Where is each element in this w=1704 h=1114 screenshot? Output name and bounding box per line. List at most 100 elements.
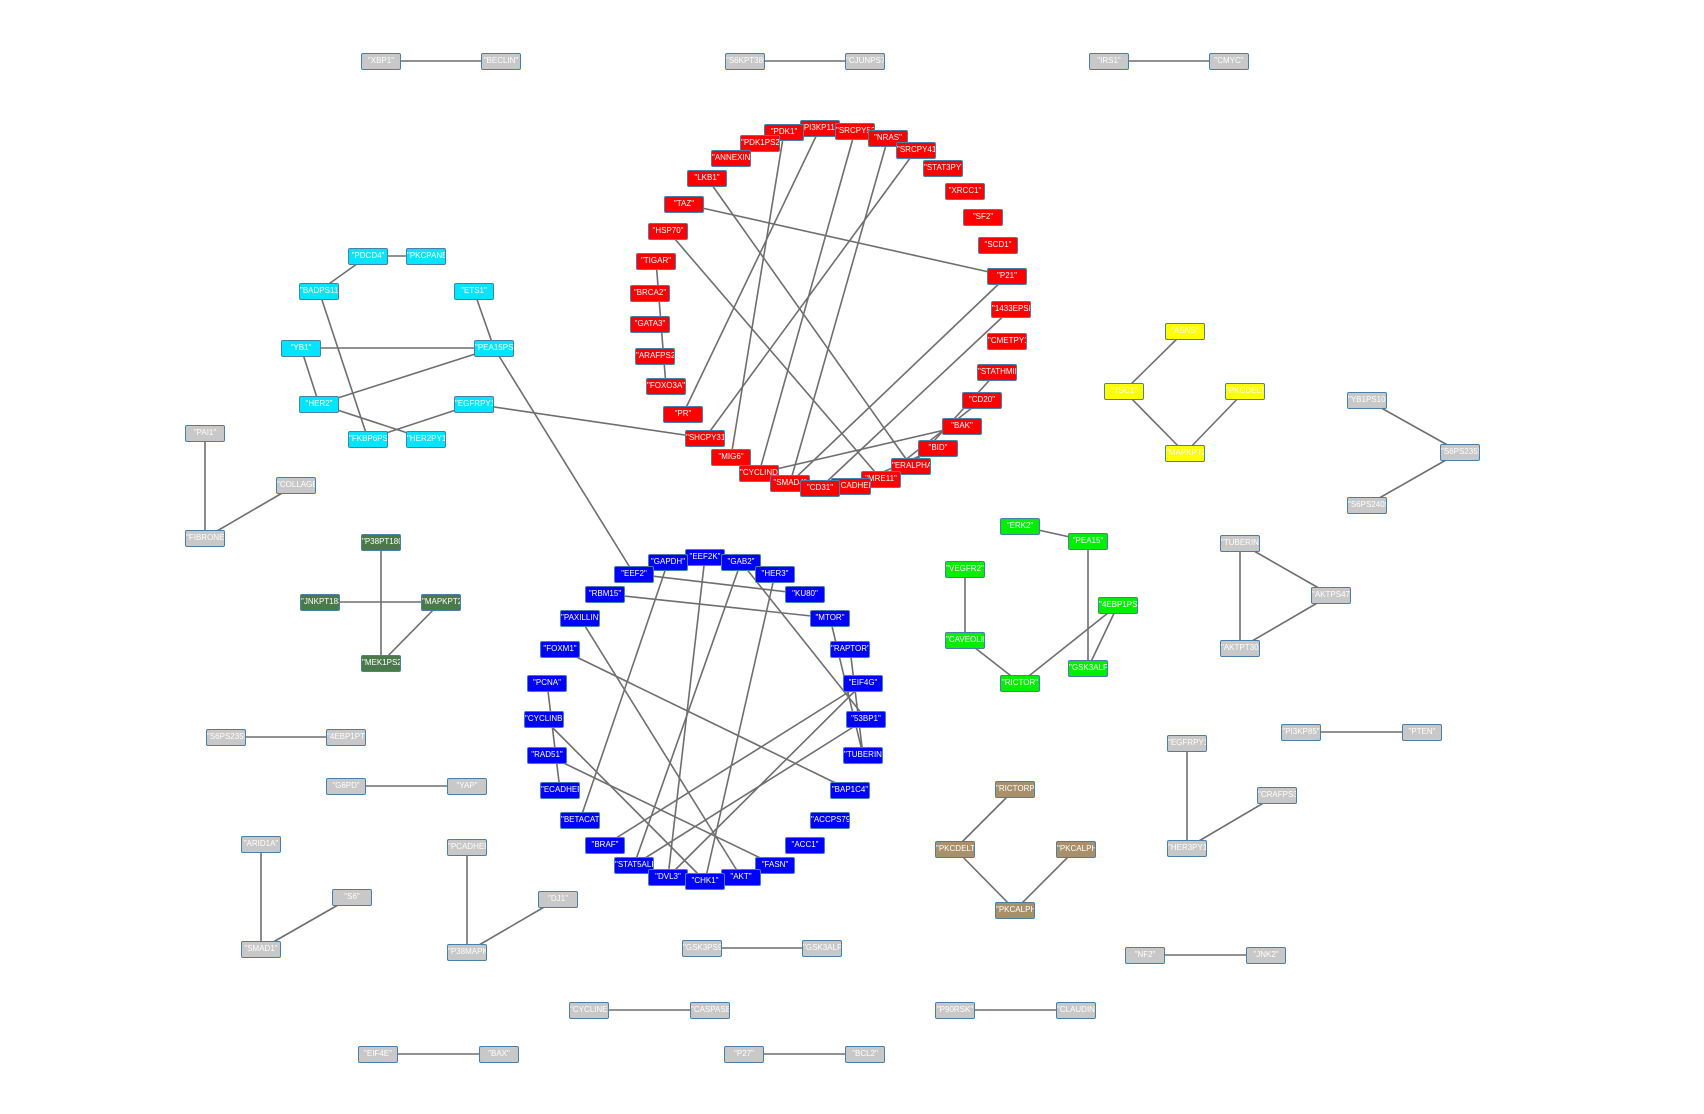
node-cjunps73[interactable]: "CJUNPS73"	[845, 52, 885, 70]
node-her2[interactable]: "HER2"	[299, 395, 339, 413]
node-4ebp1pt37[interactable]: "4EBP1PT37T46"	[326, 728, 366, 746]
node-annexin[interactable]: "ANNEXINVII"	[711, 149, 751, 167]
node-yb1ps102[interactable]: "YB1PS102"	[1347, 391, 1387, 409]
node-bak[interactable]: "BAK"	[942, 417, 982, 435]
node-acc1[interactable]: "ACC1"	[785, 836, 825, 854]
node-1433e[interactable]: "1433EPSILON"	[991, 300, 1031, 318]
node-mek1ps217[interactable]: "MEK1PS217S221"	[361, 654, 401, 672]
node-p21[interactable]: "P21"	[987, 267, 1027, 285]
node-yap[interactable]: "YAP"	[447, 777, 487, 795]
node-raptor[interactable]: "RAPTOR"	[830, 640, 870, 658]
node-caveolin1[interactable]: "CAVEOLIN1"	[945, 631, 985, 649]
node-ecadherin[interactable]: "ECADHERIN"	[540, 781, 580, 799]
node-brca2[interactable]: "BRCA2"	[630, 284, 670, 302]
node-braf[interactable]: "BRAF"	[585, 836, 625, 854]
node-pi3kp85[interactable]: "PI3KP85"	[1281, 723, 1321, 741]
node-gapdh[interactable]: "GAPDH"	[648, 553, 688, 571]
node-irs1[interactable]: "IRS1"	[1089, 52, 1129, 70]
node-bcl2[interactable]: "BCL2"	[845, 1045, 885, 1063]
node-her2py1248[interactable]: "HER2PY1248"	[406, 430, 446, 448]
node-p38pt180[interactable]: "P38PT180Y182"	[361, 533, 401, 551]
node-pkcalpha[interactable]: "PKCALPHA"	[1056, 840, 1096, 858]
node-bax[interactable]: "BAX"	[479, 1045, 519, 1063]
node-pea15ps116[interactable]: "PEA15PS116"	[474, 339, 514, 357]
node-chk1[interactable]: "CHK1"	[685, 872, 725, 890]
node-bid[interactable]: "BID"	[918, 439, 958, 457]
node-cmetpy1235[interactable]: "CMETPY1235"	[987, 332, 1027, 350]
node-aktpt308[interactable]: "AKTPT308"	[1220, 639, 1260, 657]
node-scd1[interactable]: "SCD1"	[978, 236, 1018, 254]
node-s6kpt389[interactable]: "S6KPT389S"	[725, 52, 765, 70]
node-egfrpy1173[interactable]: "EGFRPY1173"	[1167, 734, 1207, 752]
node-s6ps235[interactable]: "S6PS235S236"	[1440, 443, 1480, 461]
node-taz[interactable]: "TAZ"	[664, 195, 704, 213]
node-tuberin[interactable]: "TUBERIN"	[843, 746, 883, 764]
node-claudin7[interactable]: "CLAUDIN7"	[1056, 1001, 1096, 1019]
node-badps112[interactable]: "BADPS112"	[299, 282, 339, 300]
node-cd20[interactable]: "CD20"	[962, 391, 1002, 409]
node-rbm15[interactable]: "RBM15"	[585, 585, 625, 603]
node-srcpy416[interactable]: "SRCPY416"	[896, 141, 936, 159]
node-gsk3[interactable]: "GSK3ALPHABETAPS21S9"	[1068, 659, 1108, 677]
node-mapkpt[interactable]: "MAPKPT202Y204"	[1165, 444, 1205, 462]
node-p38mapk[interactable]: "P38MAPK"	[447, 943, 487, 961]
node-s6ps240[interactable]: "S6PS240S244"	[1347, 496, 1387, 514]
node-gsk3alpha[interactable]: "GSK3ALPHABETAPS21S9"	[802, 939, 842, 957]
node-ncadherin[interactable]: "NCADHERIN"	[831, 477, 871, 495]
node-vegfr2[interactable]: "VEGFR2"	[945, 560, 985, 578]
node-mig6[interactable]: "MIG6"	[711, 448, 751, 466]
node-nf2[interactable]: "NF2"	[1125, 946, 1165, 964]
node-pdk1ps241[interactable]: "PDK1PS241"	[740, 134, 780, 152]
node-p27[interactable]: "P27"	[724, 1045, 764, 1063]
node-akt[interactable]: "AKT"	[721, 868, 761, 886]
node-beclin[interactable]: "BECLIN"	[481, 52, 521, 70]
node-cycline1[interactable]: "CYCLINE1"	[569, 1001, 609, 1019]
node-accps79[interactable]: "ACCPS79"	[810, 811, 850, 829]
node-pai1[interactable]: "PAI1"	[185, 424, 225, 442]
node-her3py1289[interactable]: "HER3PY1289"	[1167, 839, 1207, 857]
node-collagenvi[interactable]: "COLLAGENVI"	[276, 476, 316, 494]
node-arafps299[interactable]: "ARAFPS299"	[635, 347, 675, 365]
node-pi3kp110[interactable]: "PI3KP110ALPHA"	[800, 119, 840, 137]
node-bap1c4[interactable]: "BAP1C4"	[830, 781, 870, 799]
node-4ebp1[interactable]: "4EBP1PS65"	[1098, 596, 1138, 614]
node-sf2[interactable]: "SF2"	[963, 208, 1003, 226]
node-eralpha[interactable]: "ERALPHA"	[891, 457, 931, 475]
node-cyclinb1[interactable]: "CYCLINB1"	[524, 710, 564, 728]
node-jnk2[interactable]: "JNK2"	[1246, 946, 1286, 964]
node-fasn[interactable]: "FASN"	[755, 856, 795, 874]
node-smad1[interactable]: "SMAD1"	[241, 940, 281, 958]
node-gsk3ps9[interactable]: "GSK3PS9"	[682, 939, 722, 957]
node-hsp70[interactable]: "HSP70"	[648, 222, 688, 240]
node-lkb1[interactable]: "LKB1"	[687, 169, 727, 187]
node-cyclind1[interactable]: "CYCLIND1"	[739, 464, 779, 482]
node-xrcc1[interactable]: "XRCC1"	[945, 182, 985, 200]
node-dvl3[interactable]: "DVL3"	[648, 868, 688, 886]
node-dj1[interactable]: "DJ1"	[538, 890, 578, 908]
node-betacatenin[interactable]: "BETACATENIN"	[560, 811, 600, 829]
node-53bp1[interactable]: "53BP1"	[846, 710, 886, 728]
node-s6[interactable]: "S6"	[332, 888, 372, 906]
node-pkcalpha2[interactable]: "PKCDELTAPS664"	[1225, 382, 1265, 400]
node-pcadherin[interactable]: "PCADHERIN"	[447, 838, 487, 856]
node-shcpy317[interactable]: "SHCPY317"	[685, 429, 725, 447]
node-caspase7[interactable]: "CASPASE7CLEAVEDD198"	[690, 1001, 730, 1019]
node-ets1[interactable]: "ETS1"	[454, 282, 494, 300]
node-asns[interactable]: "ASNS"	[1165, 322, 1205, 340]
node-pdcd4[interactable]: "PDCD4"	[348, 247, 388, 265]
node-gata3[interactable]: "GATA3"	[630, 315, 670, 333]
node-eif4e[interactable]: "EIF4E"	[358, 1045, 398, 1063]
node-cmyc[interactable]: "CMYC"	[1209, 52, 1249, 70]
node-ku80[interactable]: "KU80"	[785, 585, 825, 603]
node-eef2k[interactable]: "EEF2K"	[685, 548, 725, 566]
node-rictor[interactable]: "RICTOR"	[1000, 674, 1040, 692]
node-p90rsk[interactable]: "P90RSK"	[935, 1001, 975, 1019]
node-tsc1[interactable]: "TSC1"	[1104, 382, 1144, 400]
node-gab2[interactable]: "GAB2"	[721, 553, 761, 571]
node-arid1a[interactable]: "ARID1A"	[241, 835, 281, 853]
node-cd31[interactable]: "CD31"	[800, 479, 840, 497]
node-jnkpt183[interactable]: "JNKPT183Y185"	[300, 593, 340, 611]
node-pr[interactable]: "PR"	[663, 405, 703, 423]
node-eif4g[interactable]: "EIF4G"	[843, 674, 883, 692]
node-egfrpy1068[interactable]: "EGFRPY1068"	[454, 395, 494, 413]
